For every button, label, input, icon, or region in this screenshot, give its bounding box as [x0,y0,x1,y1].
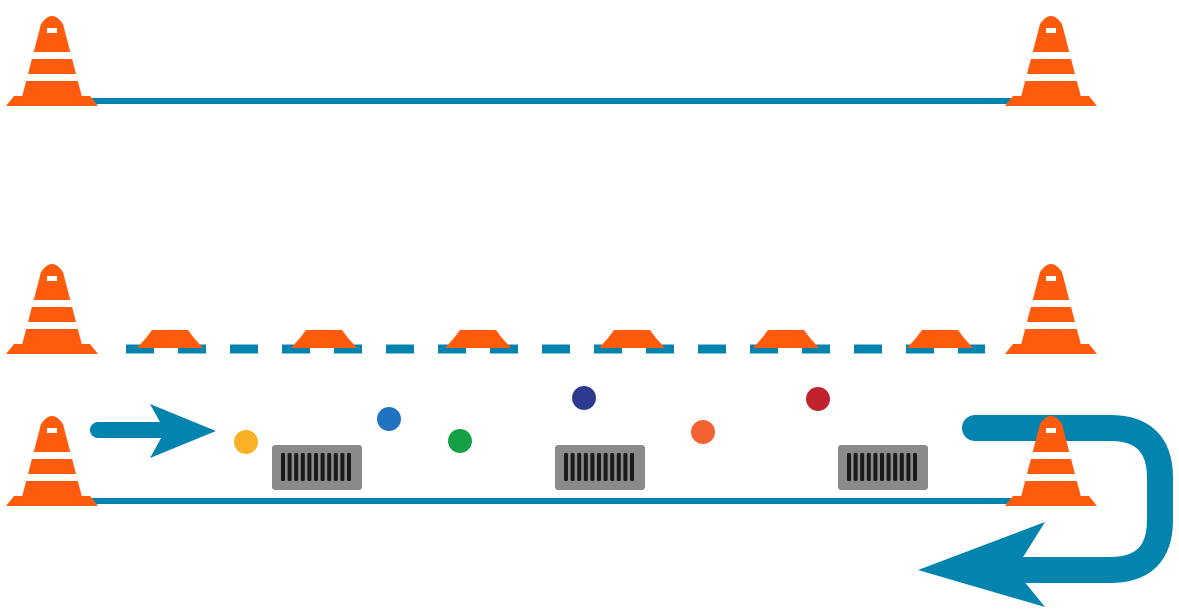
traffic-cone-icon [1005,264,1097,354]
disc-cone [907,330,973,348]
hurdles [272,445,928,490]
traffic-cone-icon [6,416,98,506]
ball-green [448,429,472,453]
forward-arrow-icon [98,404,216,458]
hurdle [838,445,928,490]
ball-navy [572,386,596,410]
ball-orange [691,420,715,444]
ball-blue [377,407,401,431]
hurdle [272,445,362,490]
hurdle [555,445,645,490]
bottom-row [6,386,1160,607]
balls [234,386,830,454]
disc-cone [445,330,511,348]
disc-cone [137,330,203,348]
disc-cone [753,330,819,348]
traffic-cone-icon [1005,16,1097,106]
ball-red [806,387,830,411]
top-row [6,16,1097,106]
disc-cone [291,330,357,348]
traffic-cone-icon [6,264,98,354]
middle-row [6,264,1097,354]
traffic-cone-icon [6,16,98,106]
disc-cone [599,330,665,348]
ball-yellow [234,430,258,454]
